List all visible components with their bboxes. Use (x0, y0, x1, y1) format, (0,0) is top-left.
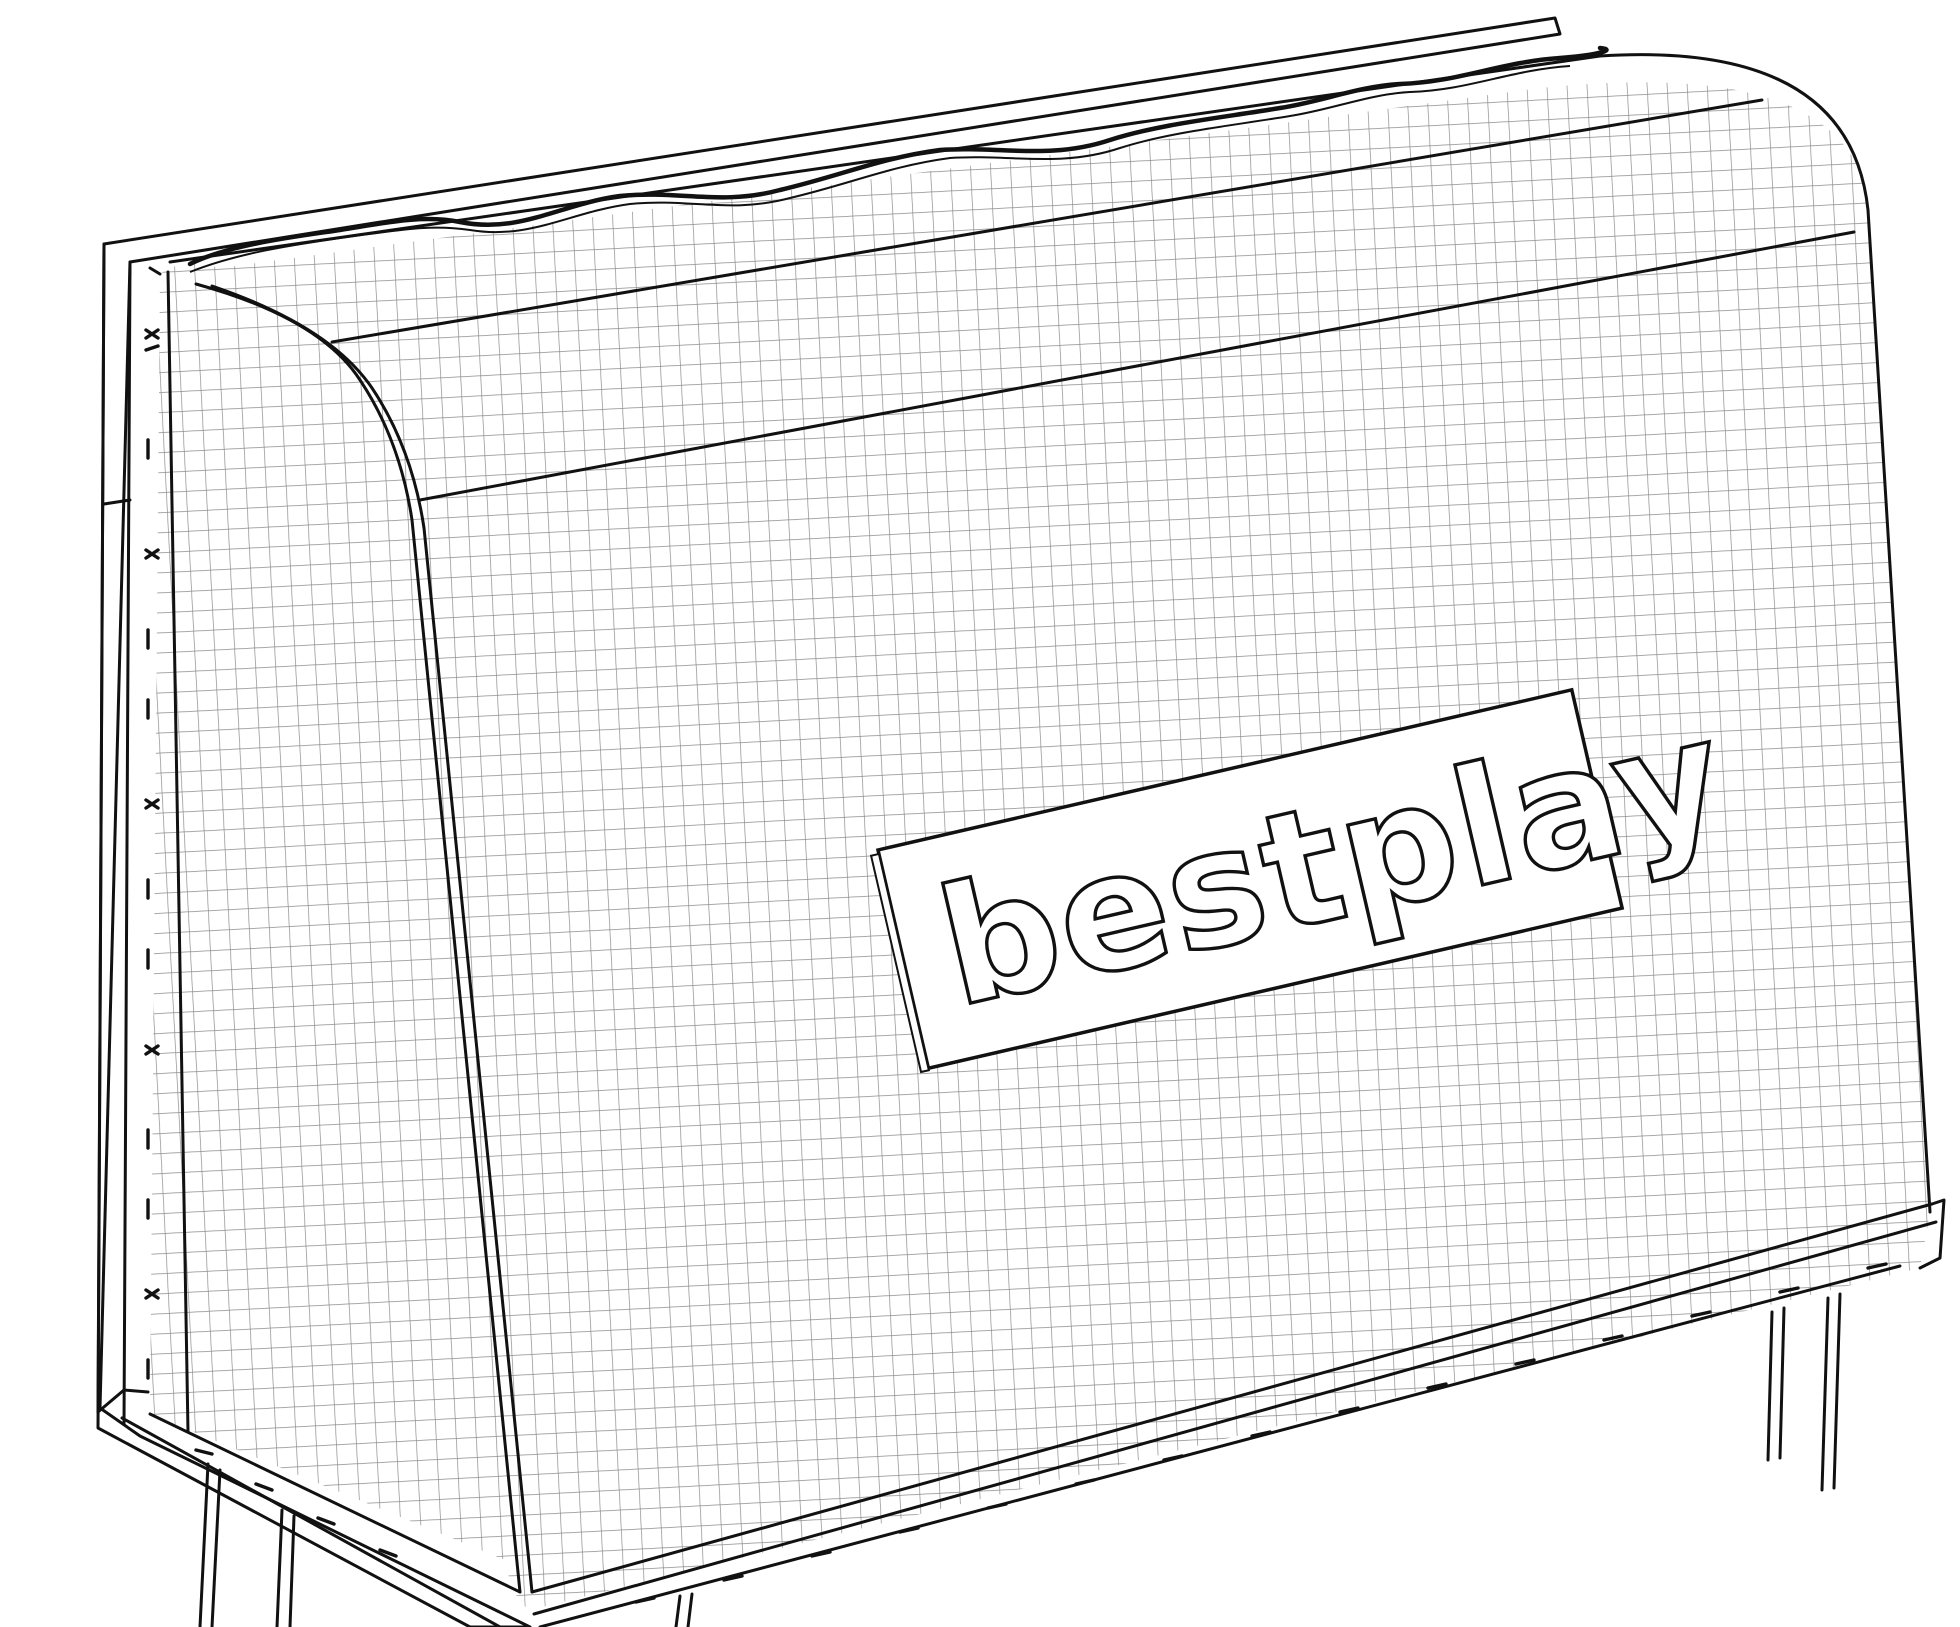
stitch-dash (1426, 1382, 1448, 1390)
leg-front-left-1b (210, 1468, 222, 1627)
leg-front-left-2 (275, 1508, 284, 1627)
stitch-dash (810, 1550, 832, 1558)
frame-left-inner-edge (122, 260, 132, 1426)
cover-bottom-left-hem (148, 1412, 522, 1594)
leg-front-left-1 (198, 1462, 210, 1627)
stitch-dash (898, 1526, 920, 1534)
cover-bottom-hem-top (530, 1202, 1934, 1594)
top-drawstring-cord (187, 45, 1609, 267)
cover-corner-right (1918, 1198, 1946, 1270)
stitch-dash (254, 1482, 274, 1492)
leg-back-right-2b (1832, 1292, 1842, 1490)
cover-front-left-fold-inner (210, 284, 534, 1594)
stitch-dash (1514, 1358, 1536, 1366)
leg-front-mid-b (686, 1592, 694, 1627)
stitch-dash (1690, 1310, 1712, 1318)
side-flap-top (148, 266, 162, 276)
cover-bottom-left-edge (120, 1416, 502, 1627)
stitch-dash (1250, 1430, 1272, 1438)
stitch-dash (986, 1502, 1008, 1510)
bottom-hem-stitches (194, 1262, 1888, 1604)
stitch-dash (722, 1574, 744, 1582)
leg-back-right-2 (1820, 1296, 1830, 1492)
stitch-dash (378, 1548, 398, 1558)
stitch-dash (1162, 1454, 1184, 1462)
frame-outer-edge (96, 16, 1562, 1627)
cover-top-ridge (168, 53, 1870, 264)
logo-panel-edge (869, 852, 931, 1074)
stitch-dash (1074, 1478, 1096, 1486)
frame-left-edge (96, 242, 106, 1414)
frame-legs (198, 1292, 1842, 1627)
stitch-x (144, 798, 160, 810)
stitch-dash (1338, 1406, 1360, 1414)
top-drawstring-cord-shadow (189, 65, 1571, 273)
frame-corner (96, 1388, 126, 1414)
stitch-x (144, 1044, 160, 1056)
leg-front-left-2b (288, 1514, 296, 1627)
stitch-x (144, 548, 160, 560)
cover-bottom-hem (532, 1220, 1938, 1616)
stitch-x (144, 328, 160, 340)
stitch-dash (1602, 1334, 1624, 1342)
left-side-stitches (144, 328, 160, 1380)
stitch-dash (1866, 1262, 1888, 1270)
cover-top-line-2 (418, 230, 1856, 502)
frame-joint (102, 498, 132, 506)
stitch-dash (316, 1516, 336, 1526)
back-frame-panel (96, 16, 1562, 1627)
frame-corner-2 (122, 1388, 150, 1394)
leg-back-right-1 (1766, 1310, 1774, 1462)
stitch-dash (1778, 1286, 1800, 1294)
side-flap-edge (166, 270, 190, 1434)
leg-back-right-1b (1778, 1306, 1786, 1460)
cover-top-line-1 (330, 98, 1764, 344)
cover-bottom-edge (538, 1264, 1902, 1627)
stitch-dash (194, 1448, 214, 1456)
leg-front-mid (674, 1594, 682, 1627)
stitch-x (144, 1288, 160, 1300)
stitch-tick (144, 344, 160, 352)
stitch-dash (634, 1596, 656, 1604)
cover-right-edge (1866, 208, 1932, 1214)
